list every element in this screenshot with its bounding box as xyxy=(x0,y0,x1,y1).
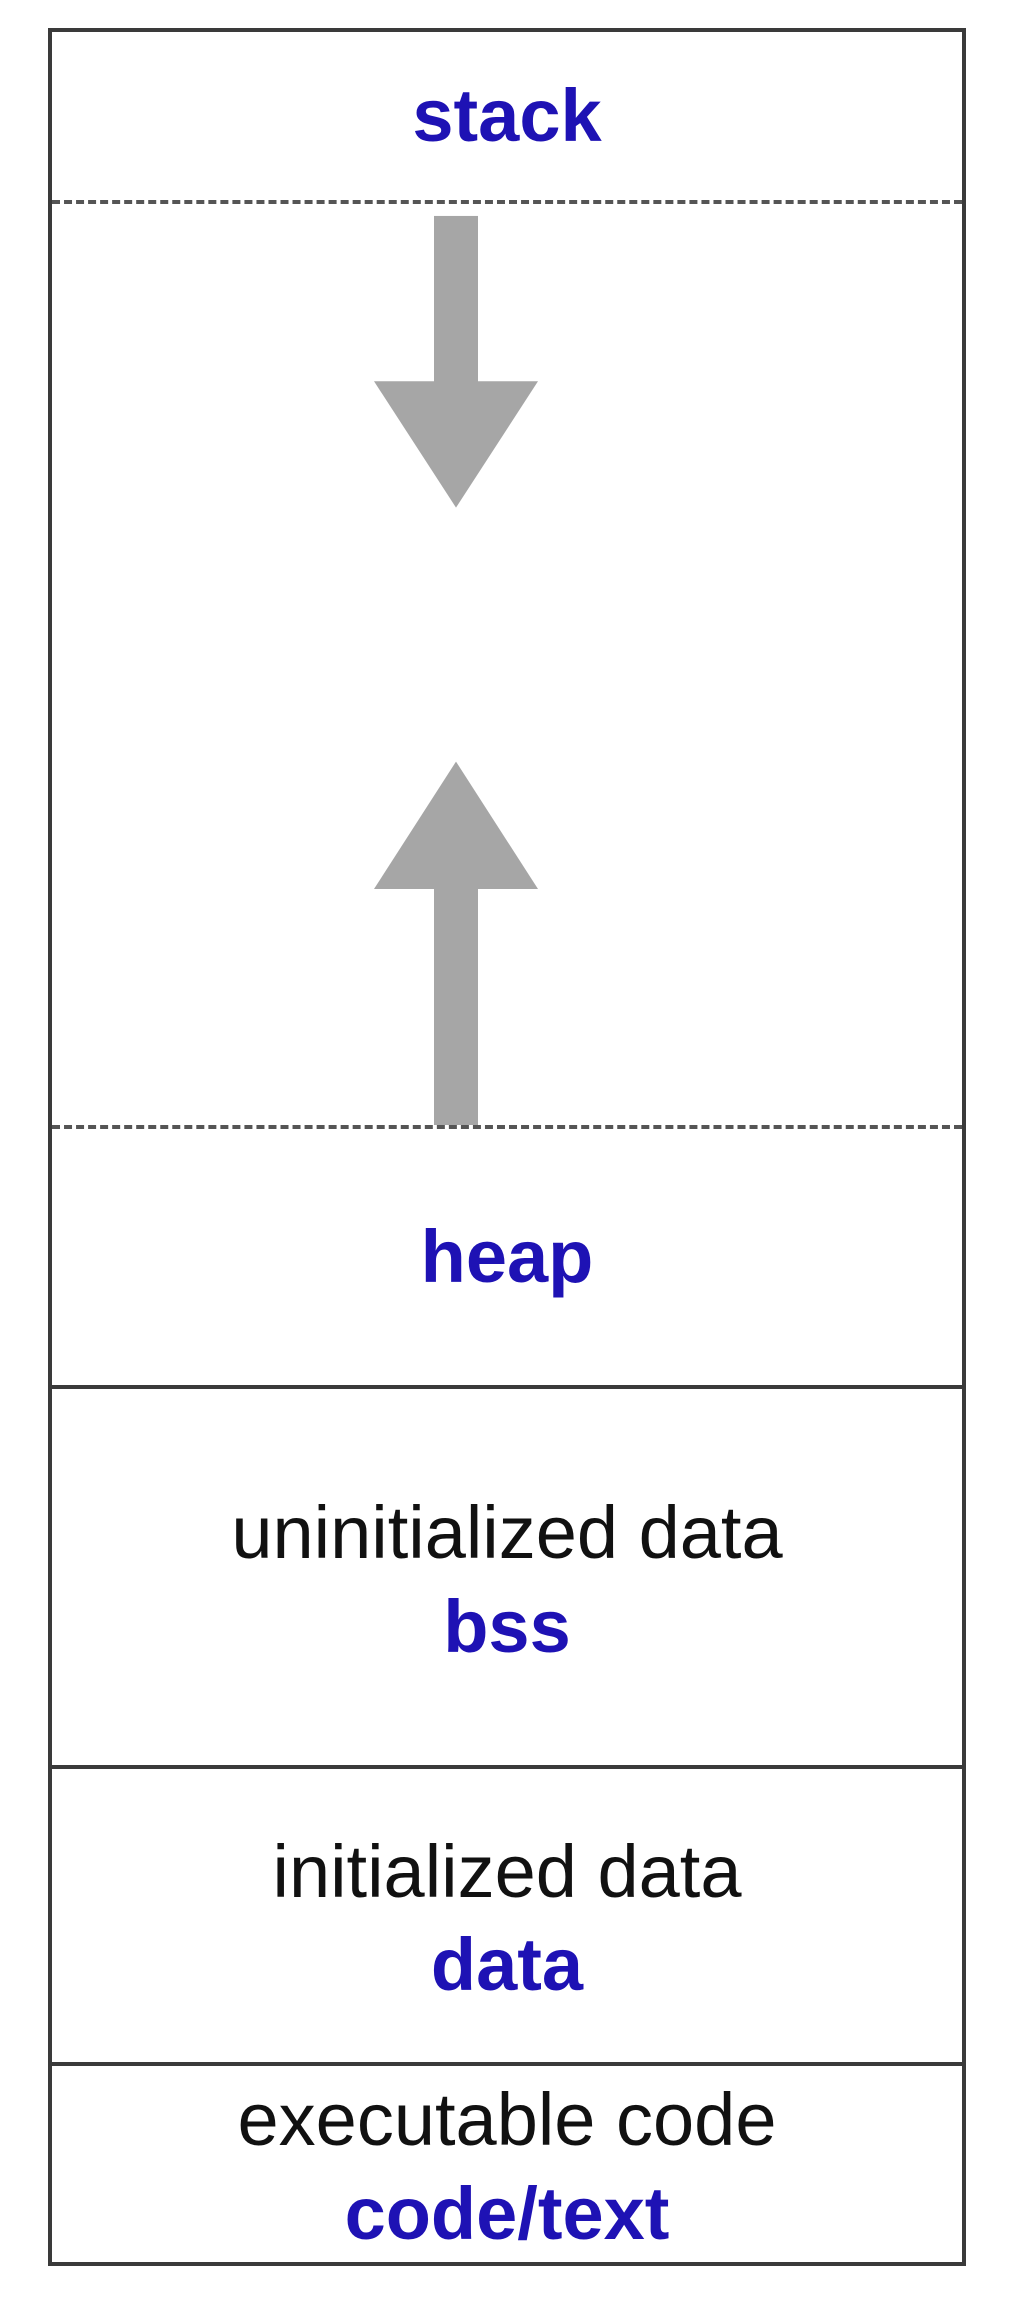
bss-description: uninitialized data xyxy=(231,1491,783,1575)
memory-layout-diagram: stack heap uninitialized data bss initia… xyxy=(48,28,966,2266)
arrow-down-icon xyxy=(374,215,538,508)
code-label: code/text xyxy=(344,2171,670,2255)
growth-arrows xyxy=(374,215,538,1125)
data-label: data xyxy=(430,1923,584,2007)
stack-label: stack xyxy=(412,74,602,158)
bss-segment: uninitialized data bss xyxy=(52,1385,962,1765)
code-segment: executable code code/text xyxy=(52,2062,962,2262)
heap-segment: heap xyxy=(52,1125,962,1385)
data-segment: initialized data data xyxy=(52,1765,962,2062)
stack-segment: stack xyxy=(52,32,962,200)
arrow-up-icon xyxy=(374,761,538,1125)
free-space-segment xyxy=(52,200,962,1125)
data-description: initialized data xyxy=(272,1829,742,1913)
bss-label: bss xyxy=(443,1584,571,1668)
heap-label: heap xyxy=(420,1215,594,1299)
code-description: executable code xyxy=(237,2078,777,2162)
